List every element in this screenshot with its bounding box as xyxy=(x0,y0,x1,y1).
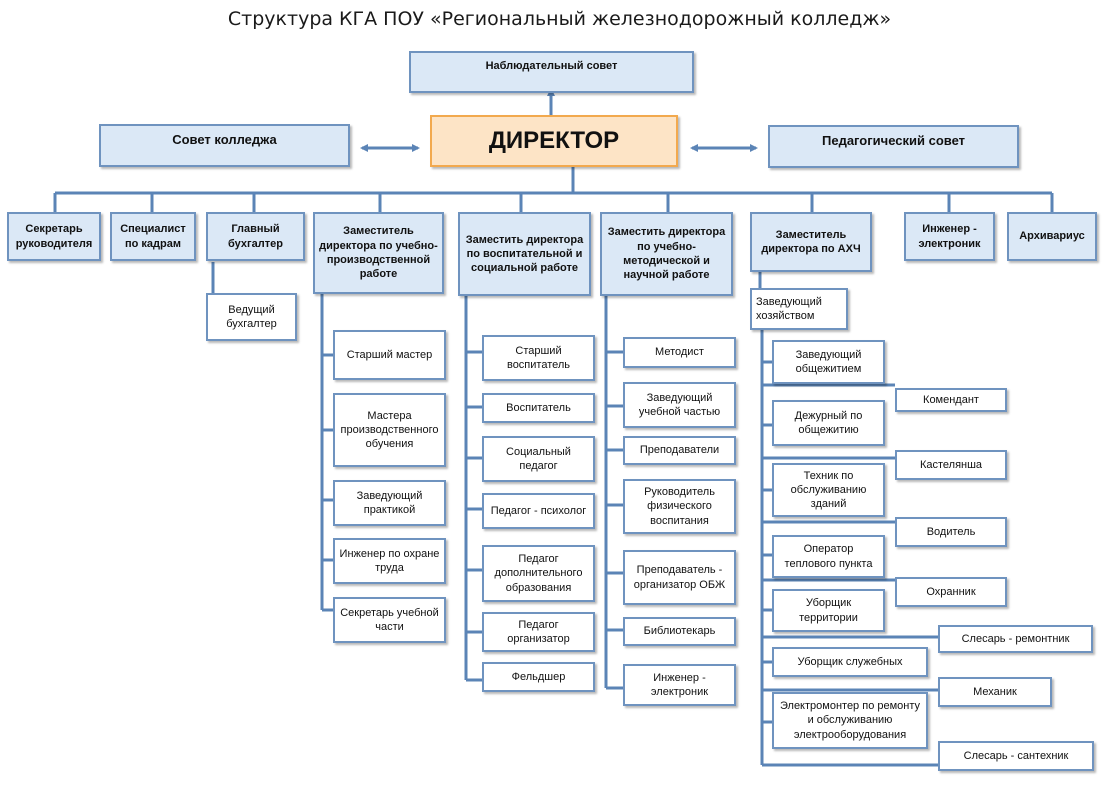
pedagogue-organizer-node: Педагог организатор xyxy=(482,612,595,652)
librarian-node: Библиотекарь xyxy=(623,617,736,646)
methodist-node: Методист xyxy=(623,337,736,368)
practice-head-node: Заведующий практикой xyxy=(333,480,446,526)
electrician-node: Электромонтер по ремонту и обслуживанию … xyxy=(772,692,928,749)
senior-master-node: Старший мастер xyxy=(333,330,446,380)
engineer-electronic-top-node: Инженер - электроник xyxy=(904,212,995,261)
academic-head-node: Заведующий учебной частью xyxy=(623,382,736,428)
pedagogical-council-node: Педагогический совет xyxy=(768,125,1019,168)
office-cleaner-node: Уборщик служебных xyxy=(772,647,928,677)
deputy-education-node: Заместить директора по воспитательной и … xyxy=(458,212,591,296)
heating-operator-node: Оператор теплового пункта xyxy=(772,535,885,578)
commandant-node: Комендант xyxy=(895,388,1007,412)
deputy-ahch-node: Заместитель директора по АХЧ xyxy=(750,212,872,272)
college-council-node: Совет колледжа xyxy=(99,124,350,167)
archivist-node: Архивариус xyxy=(1007,212,1097,261)
mechanic-node: Механик xyxy=(938,677,1052,707)
chief-accountant-node: Главный бухгалтер xyxy=(206,212,305,261)
page-title: Структура КГА ПОУ «Региональный железнод… xyxy=(227,8,892,30)
social-pedagogue-node: Социальный педагог xyxy=(482,436,595,482)
psychologist-node: Педагог - психолог xyxy=(482,493,595,529)
teachers-node: Преподаватели xyxy=(623,436,736,465)
safety-engineer-node: Инженер по охране труда xyxy=(333,538,446,584)
obzh-organizer-node: Преподаватель - организатор ОБЖ xyxy=(623,550,736,605)
guard-node: Охранник xyxy=(895,577,1007,607)
deputy-production-node: Заместитель директора по учебно-производ… xyxy=(313,212,444,294)
additional-education-node: Педагог дополнительного образования xyxy=(482,545,595,602)
linen-keeper-node: Кастелянша xyxy=(895,450,1007,480)
repair-locksmith-node: Слесарь - ремонтник xyxy=(938,625,1093,653)
hr-specialist-node: Специалист по кадрам xyxy=(110,212,196,261)
senior-educator-node: Старший воспитатель xyxy=(482,335,595,381)
lead-accountant-node: Ведущий бухгалтер xyxy=(206,293,297,341)
secretary-node: Секретарь руководителя xyxy=(7,212,101,261)
driver-node: Водитель xyxy=(895,517,1007,547)
territory-cleaner-node: Уборщик территории xyxy=(772,589,885,632)
educator-node: Воспитатель xyxy=(482,393,595,423)
paramedic-node: Фельдшер xyxy=(482,662,595,692)
academic-secretary-node: Секретарь учебной части xyxy=(333,597,446,643)
building-technician-node: Техник по обслуживанию зданий xyxy=(772,463,885,517)
plumber-node: Слесарь - сантехник xyxy=(938,741,1094,771)
pe-head-node: Руководитель физического воспитания xyxy=(623,479,736,534)
housekeeping-head-node: Заведующий хозяйством xyxy=(750,288,848,330)
training-masters-node: Мастера производственного обучения xyxy=(333,393,446,467)
deputy-methodical-node: Заместить директора по учебно-методическ… xyxy=(600,212,733,296)
engineer-electronic-method-node: Инженер - электроник xyxy=(623,664,736,706)
dormitory-head-node: Заведующий общежитием xyxy=(772,340,885,384)
director-node: ДИРЕКТОР xyxy=(430,115,678,167)
dormitory-duty-node: Дежурный по общежитию xyxy=(772,400,885,446)
supervisory-board-node: Наблюдательный совет xyxy=(409,51,694,93)
